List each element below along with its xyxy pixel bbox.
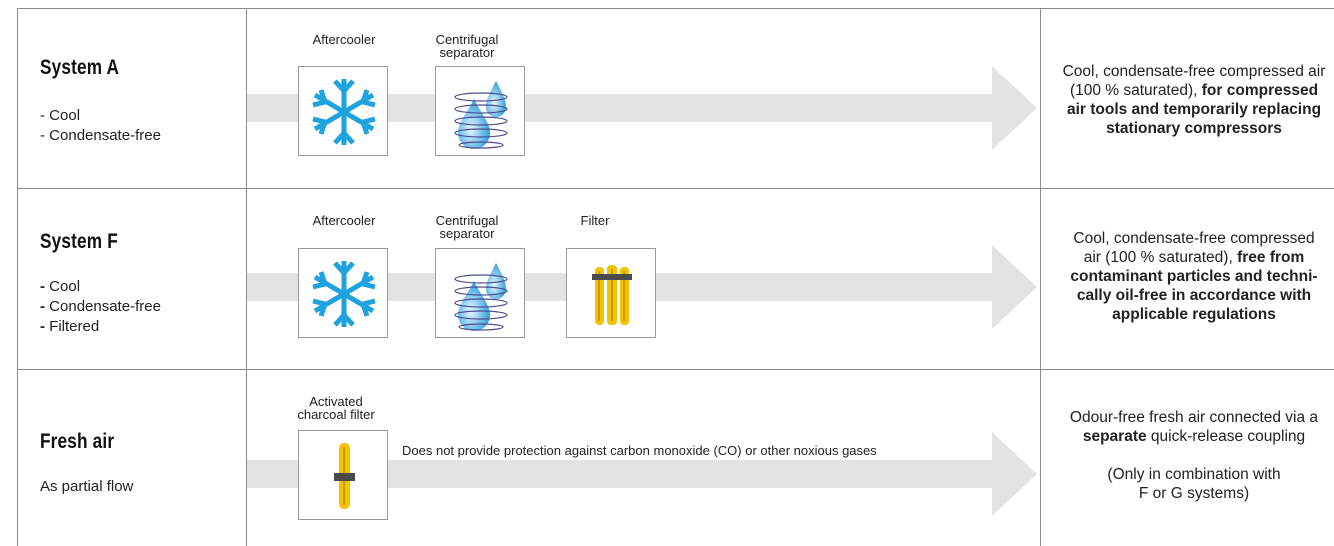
flow-arrow xyxy=(247,66,1037,150)
feature-item: - Condensate-free xyxy=(40,298,161,315)
feature-item: - Cool xyxy=(40,278,81,295)
system-a-title: System A xyxy=(40,56,120,79)
grid-line-row2 xyxy=(17,369,1334,370)
co-warning-note: Does not provide protection against carb… xyxy=(402,443,877,458)
separator-label: Centrifugal separator xyxy=(435,32,499,60)
feature-item: - Cool xyxy=(40,107,81,124)
aftercooler-label: Aftercooler xyxy=(312,32,376,47)
separator-label: Centrifugal separator xyxy=(435,213,499,241)
flow-arrow xyxy=(247,432,1037,516)
water-drop-separator-icon xyxy=(454,263,508,331)
separator-box xyxy=(435,66,525,156)
system-a-features: - Cool - Condensate-free xyxy=(40,106,161,146)
system-a-result: Cool, condensate-free compressed air (10… xyxy=(1062,63,1326,137)
system-f-result: Cool, condensate-free compressed air (10… xyxy=(1070,230,1318,323)
aftercooler-box xyxy=(298,66,388,156)
charcoal-filter-label: Activated charcoal filter xyxy=(297,394,375,422)
charcoal-filter-icon xyxy=(334,443,355,509)
water-drop-separator-icon xyxy=(454,81,508,149)
separator-box xyxy=(435,248,525,338)
aftercooler-box xyxy=(298,248,388,338)
grid-line-right xyxy=(1040,8,1041,546)
fresh-air-subtitle: As partial flow xyxy=(40,478,134,495)
aftercooler-label: Aftercooler xyxy=(312,213,376,228)
filter-cartridge-icon xyxy=(592,265,632,325)
system-f-features: - Cool - Condensate-free - Filtered xyxy=(40,277,161,337)
grid-line-left xyxy=(17,8,18,546)
system-f-title: System F xyxy=(40,230,118,253)
snowflake-icon xyxy=(312,79,376,145)
fresh-air-title: Fresh air xyxy=(40,430,115,453)
fresh-air-result: Odour-free fresh air connected via a sep… xyxy=(1069,409,1319,502)
grid-line-middle xyxy=(246,8,247,546)
snowflake-icon xyxy=(312,261,376,327)
charcoal-filter-box xyxy=(298,430,388,520)
feature-item: - Condensate-free xyxy=(40,127,161,144)
filter-box xyxy=(566,248,656,338)
grid-line-top xyxy=(17,8,1334,9)
feature-item: - Filtered xyxy=(40,318,100,335)
grid-line-row1 xyxy=(17,188,1334,189)
filter-label: Filter xyxy=(580,213,610,228)
